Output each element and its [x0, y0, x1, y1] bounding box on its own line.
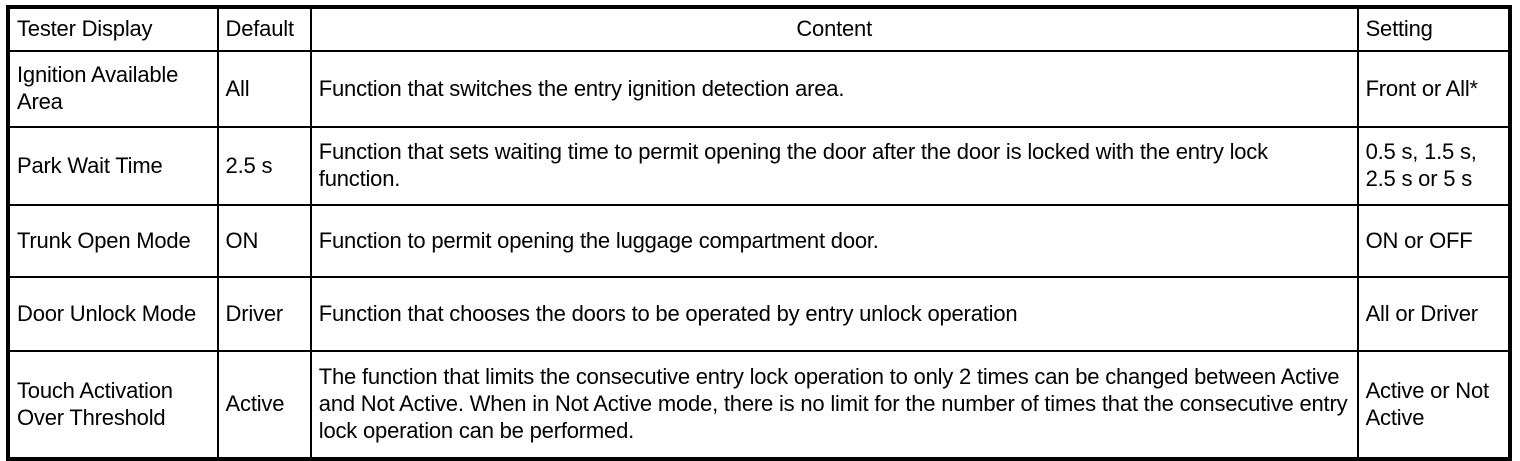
cell-setting: 0.5 s, 1.5 s, 2.5 s or 5 s	[1356, 126, 1512, 206]
cell-tester-display: Trunk Open Mode	[7, 204, 219, 278]
cell-content: The function that limits the consecutive…	[309, 350, 1359, 460]
column-header-setting: Setting	[1356, 6, 1512, 52]
cell-default: Driver	[216, 276, 312, 352]
table-row: Touch Activation Over Threshold Active T…	[7, 350, 1512, 460]
cell-setting: Active or Not Active	[1356, 350, 1512, 460]
table-row: Park Wait Time 2.5 s Function that sets …	[7, 126, 1512, 206]
cell-setting: All or Driver	[1356, 276, 1512, 352]
cell-default: ON	[216, 204, 312, 278]
cell-tester-display: Ignition Available Area	[7, 50, 219, 128]
spec-table-container: Tester Display Default Content Setting I…	[6, 5, 1512, 461]
column-header-content: Content	[309, 6, 1359, 52]
cell-content: Function that chooses the doors to be op…	[309, 276, 1359, 352]
cell-setting: Front or All*	[1356, 50, 1512, 128]
cell-content: Function that switches the entry ignitio…	[309, 50, 1359, 128]
cell-tester-display: Touch Activation Over Threshold	[7, 350, 219, 460]
table-header: Tester Display Default Content Setting	[7, 6, 1512, 52]
cell-default: 2.5 s	[216, 126, 312, 206]
column-header-tester-display: Tester Display	[7, 6, 219, 52]
column-header-default: Default	[216, 6, 312, 52]
cell-content: Function to permit opening the luggage c…	[309, 204, 1359, 278]
table-row: Trunk Open Mode ON Function to permit op…	[7, 204, 1512, 278]
table-row: Door Unlock Mode Driver Function that ch…	[7, 276, 1512, 352]
cell-default: All	[216, 50, 312, 128]
cell-setting: ON or OFF	[1356, 204, 1512, 278]
table-body: Ignition Available Area All Function tha…	[7, 50, 1512, 460]
cell-default: Active	[216, 350, 312, 460]
table-row: Ignition Available Area All Function tha…	[7, 50, 1512, 128]
cell-tester-display: Door Unlock Mode	[7, 276, 219, 352]
cell-tester-display: Park Wait Time	[7, 126, 219, 206]
table-header-row: Tester Display Default Content Setting	[7, 6, 1512, 52]
cell-content: Function that sets waiting time to permi…	[309, 126, 1359, 206]
tester-display-settings-table: Tester Display Default Content Setting I…	[6, 5, 1512, 461]
